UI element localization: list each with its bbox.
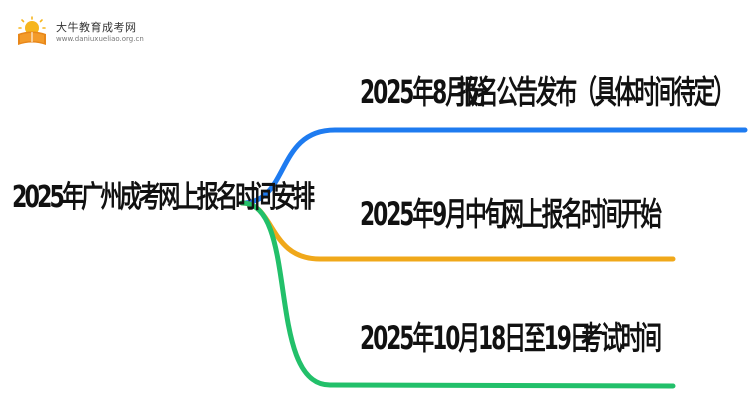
branch-date-august: 2025年8月份 xyxy=(360,73,487,111)
book-sun-logo-icon xyxy=(18,16,46,45)
branch-line-august xyxy=(239,127,748,206)
logo-title: 大牛教育成考网 xyxy=(56,21,137,34)
branch-date-september: 2025年9月中旬 xyxy=(360,195,506,233)
branch-date-october: 2025年10月18日至19日 xyxy=(360,319,592,357)
branch-event-announcement: 报名公告发布（具体时间待定） xyxy=(456,73,735,111)
logo-url: www.daniuxueliao.org.cn xyxy=(56,35,144,43)
branch-event-registration: 网上报名时间开始 xyxy=(502,195,662,233)
branch-line-october xyxy=(239,200,676,389)
branch-event-exam: 考试时间 xyxy=(581,319,662,357)
root-topic: 2025年广州成考网上报名时间安排 xyxy=(12,180,315,215)
site-logo[interactable]: 大牛教育成考网 www.daniuxueliao.org.cn xyxy=(14,16,144,48)
